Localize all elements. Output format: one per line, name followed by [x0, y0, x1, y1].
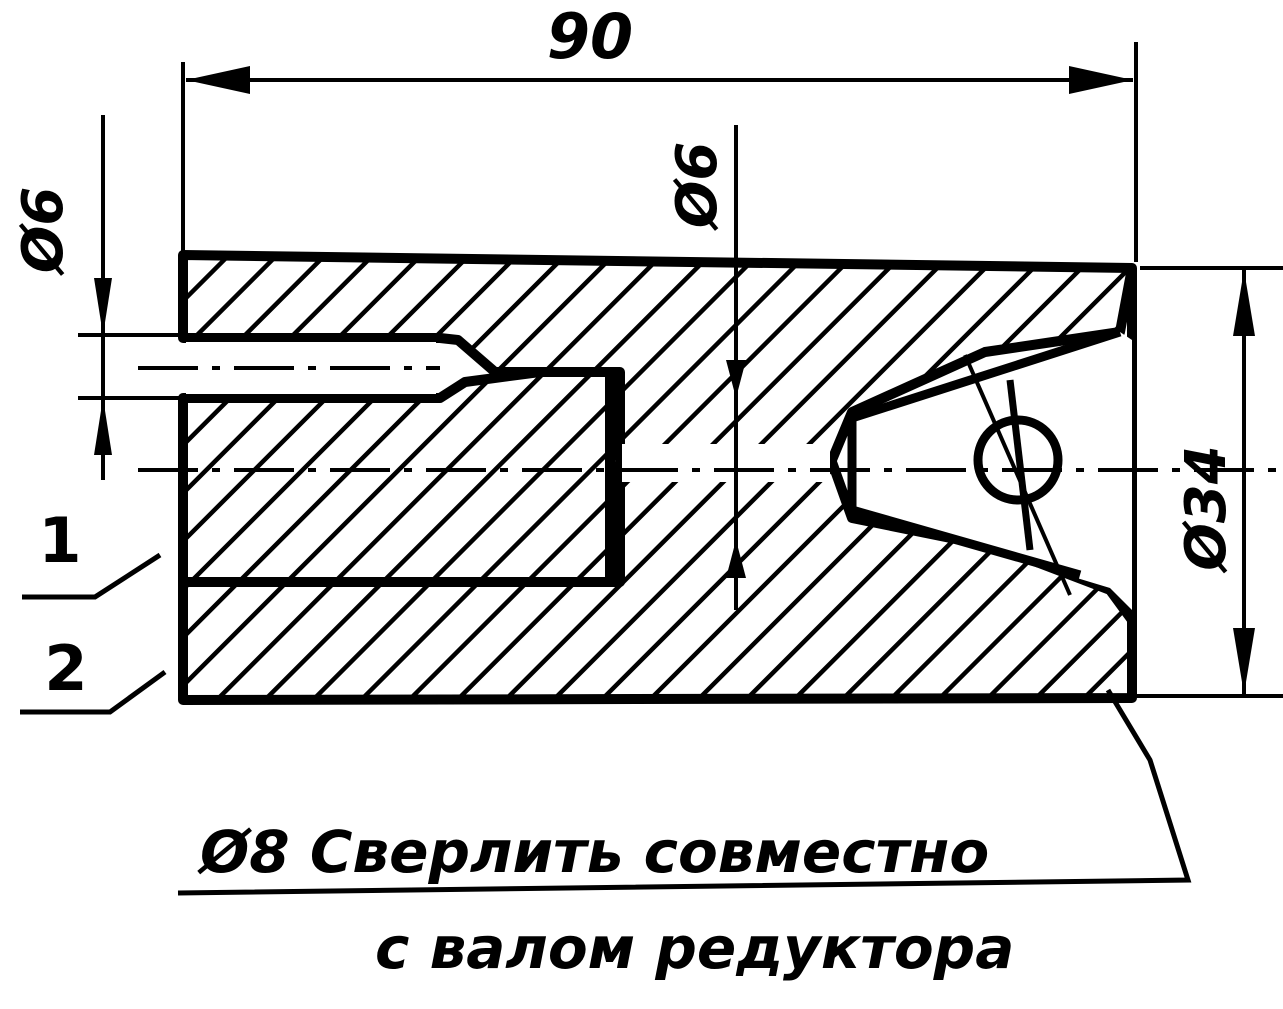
left-hole-label: Ø6	[11, 187, 76, 277]
center-hole-label: Ø6	[665, 142, 730, 232]
outer-diameter-label: Ø34	[1174, 445, 1239, 574]
coupling-body	[178, 250, 1137, 705]
outer-diameter-dimension: Ø34	[1174, 270, 1255, 694]
center-hole-dimension: Ø6	[665, 142, 746, 578]
length-label: 90	[547, 0, 633, 73]
length-dimension: 90	[186, 0, 1133, 94]
bushing-part-1	[178, 367, 615, 587]
pin-hole-symbol	[963, 354, 1072, 596]
note-line-2: с валом редуктора	[375, 914, 1014, 982]
part-label-1: 1	[38, 504, 81, 577]
extension-lines	[78, 42, 1283, 698]
cone-cavity	[852, 332, 1132, 610]
center-bore	[622, 444, 830, 482]
part-leaders	[20, 552, 1192, 896]
left-hole-dimension: Ø6	[11, 115, 112, 480]
note-line-1: Ø8 Сверлить совместно	[197, 818, 989, 886]
part-label-2: 2	[44, 632, 87, 705]
